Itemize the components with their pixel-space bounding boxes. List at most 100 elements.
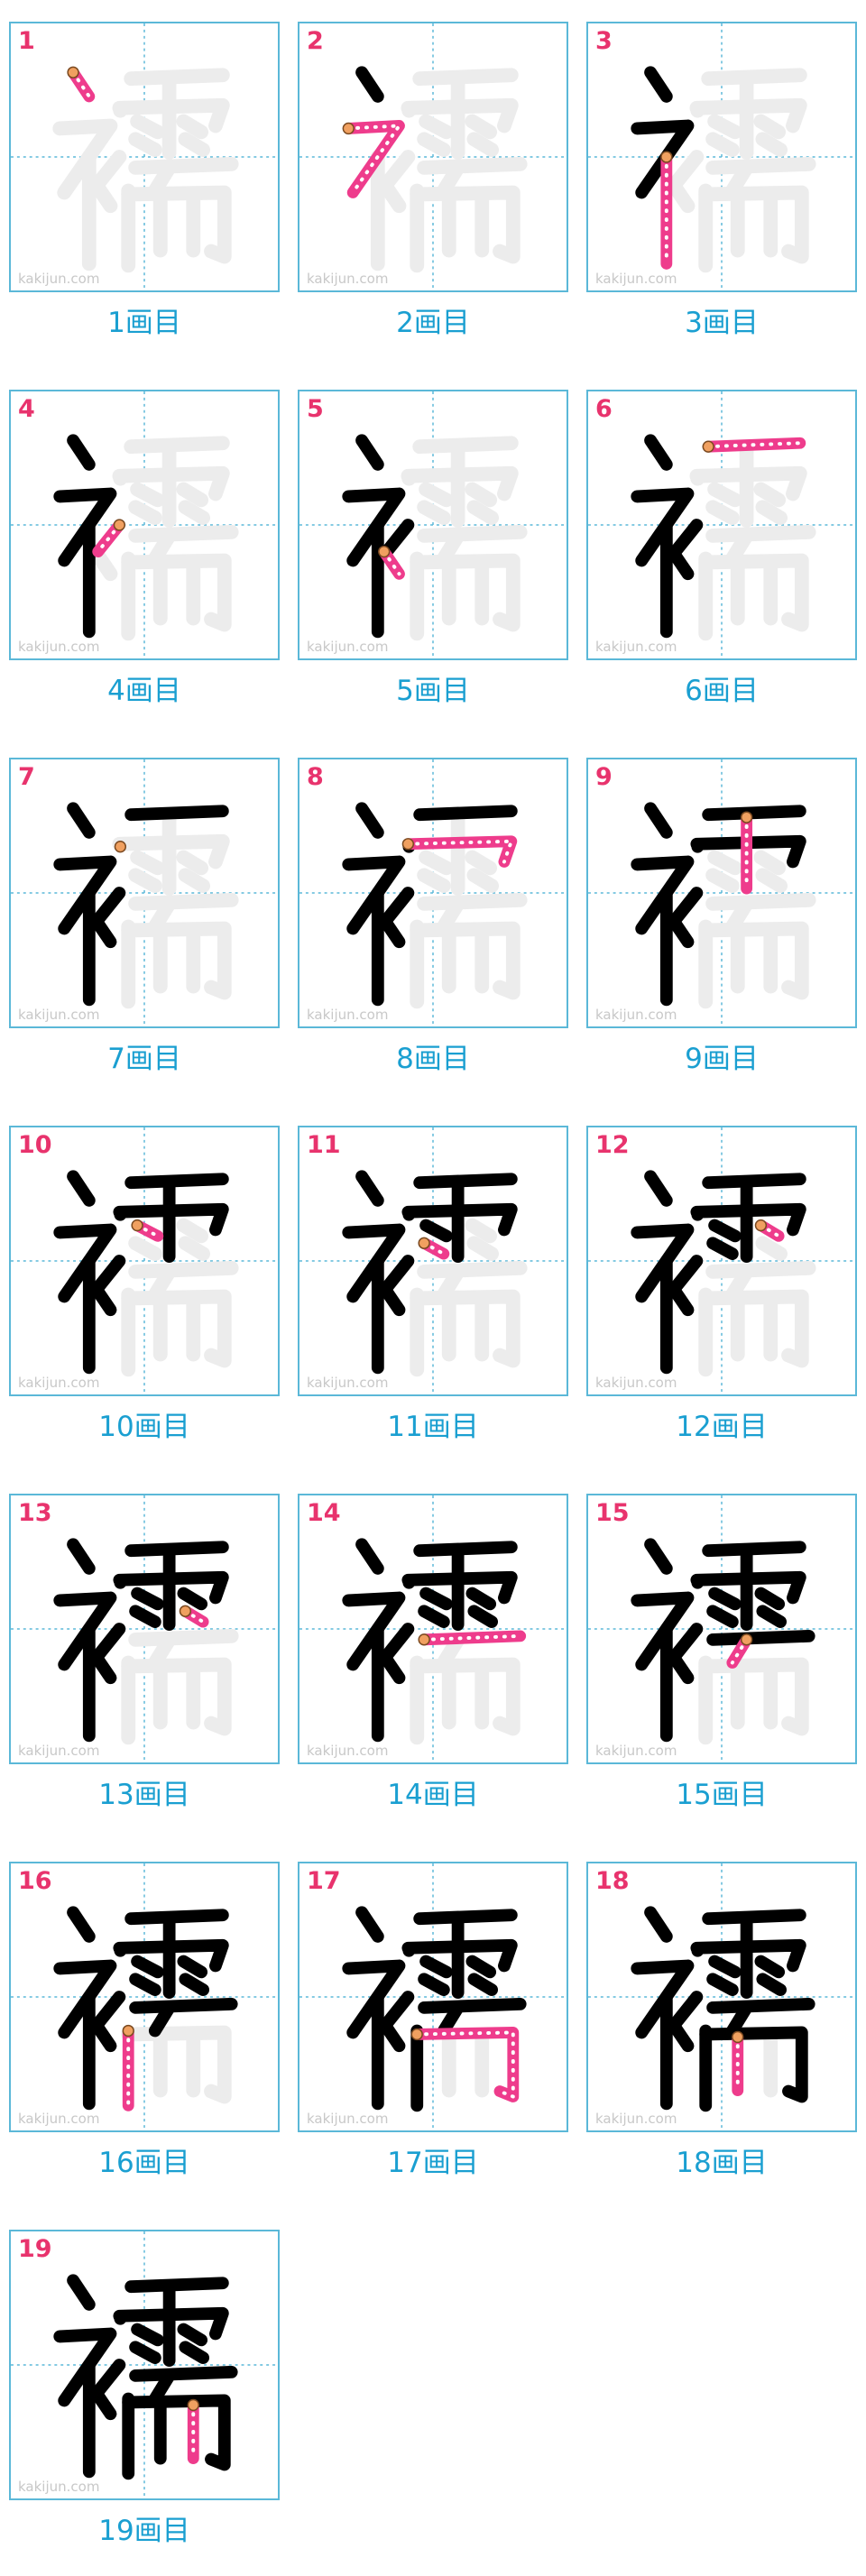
ghost-stroke [755,1236,788,1261]
completed-stroke [53,1591,117,1671]
completed-stroke [690,834,806,869]
stroke-number: 5 [307,395,324,423]
stroke-canvas [299,1863,567,2130]
stroke-number: 9 [595,763,613,791]
stroke-canvas [11,759,278,1026]
completed-stroke [702,805,806,822]
completed-stroke [465,1587,497,1611]
watermark: kakijun.com [307,271,389,287]
completed-stroke [644,1170,673,1207]
completed-stroke [380,1255,415,1294]
completed-stroke [355,1538,384,1575]
completed-stroke [668,887,704,926]
completed-stroke [355,434,384,471]
completed-stroke [467,1973,499,1997]
completed-stroke [122,2394,231,2471]
stroke-start-dot [754,1219,768,1232]
stroke-caption: 1画目 [107,307,181,339]
stroke-number: 4 [18,395,35,423]
completed-stroke [113,2306,229,2341]
completed-stroke [177,1587,208,1611]
completed-stroke [53,2327,117,2407]
stroke-start-dot [660,151,673,163]
completed-stroke [380,519,415,558]
ghost-stroke [705,157,816,175]
watermark: kakijun.com [595,271,677,287]
watermark: kakijun.com [595,639,677,655]
stroke-number: 3 [595,27,613,55]
stroke-caption: 13画目 [98,1779,190,1811]
ghost-stroke [401,97,519,133]
ghost-stroke [178,1236,211,1261]
completed-stroke [377,1281,406,1317]
current-stroke-dots [135,1223,160,1238]
stroke-canvas [11,2231,278,2498]
stroke-start-dot [418,1633,430,1646]
stroke-caption: 16画目 [98,2147,190,2179]
ghost-stroke [465,114,498,140]
ghost-stroke [701,68,807,87]
completed-stroke [419,1587,453,1611]
ghost-stroke [698,553,809,632]
completed-stroke [380,1623,415,1662]
completed-stroke [706,1605,739,1629]
stroke-canvas [588,1127,855,1394]
ghost-stroke [401,465,519,501]
stroke-canvas [11,391,278,658]
completed-stroke [177,1955,208,1979]
ghost-stroke [689,465,807,501]
ghost-stroke [121,1657,232,1736]
ghost-stroke [178,132,211,158]
completed-stroke [129,2341,161,2365]
watermark: kakijun.com [595,1743,677,1759]
stroke-canvas [299,23,567,290]
ghost-stroke [755,868,788,893]
stroke-canvas [299,759,567,1026]
watermark: kakijun.com [18,2111,100,2127]
completed-stroke [342,487,406,567]
stroke-start-dot [740,1633,753,1646]
completed-stroke [88,913,117,949]
completed-stroke [668,1255,704,1294]
completed-stroke [702,1541,806,1558]
stroke-number: 15 [595,1499,630,1527]
ghost-stroke [112,465,230,501]
stroke-start-dot [410,2028,423,2041]
completed-stroke [342,1223,406,1303]
stroke-cell: 3 kakijun.com [586,22,857,292]
ghost-stroke [755,132,788,158]
ghost-stroke [466,1236,500,1261]
completed-stroke [666,1281,695,1317]
completed-stroke [91,887,126,926]
completed-stroke [699,2026,808,2103]
ghost-stroke [753,850,787,876]
completed-stroke [67,1906,96,1943]
ghost-stroke [689,97,807,133]
stroke-start-dot [418,1237,430,1249]
stroke-caption: 17画目 [387,2147,479,2179]
stroke-caption: 11画目 [387,1411,479,1443]
completed-stroke [418,1997,527,2014]
completed-stroke [708,1219,742,1243]
ghost-stroke [121,921,232,1000]
stroke-number: 8 [307,763,324,791]
ghost-stroke [665,176,696,214]
watermark: kakijun.com [307,1007,389,1023]
stroke-cell: 8 kakijun.com [298,758,568,1028]
ghost-stroke [698,1289,809,1368]
ghost-stroke [698,921,809,1000]
ghost-stroke [417,500,451,525]
stroke-caption: 10画目 [98,1411,190,1443]
completed-stroke [413,1541,518,1558]
completed-stroke [631,119,695,199]
completed-stroke [131,1955,164,1979]
ghost-stroke [466,132,500,158]
completed-stroke [342,1591,406,1671]
completed-stroke [668,1623,704,1662]
completed-stroke [88,1281,117,1317]
current-stroke-dots [422,1241,446,1256]
stroke-canvas [11,1127,278,1394]
stroke-number: 11 [307,1131,341,1159]
